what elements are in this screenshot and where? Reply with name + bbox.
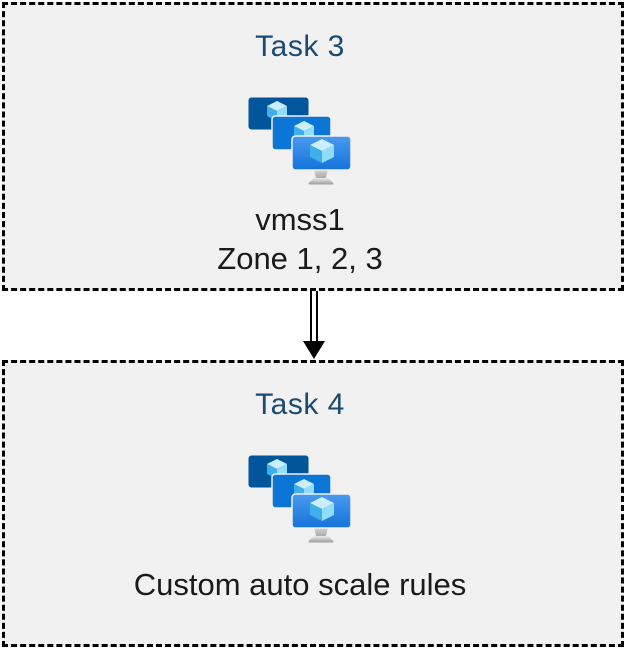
zones-label: Zone 1, 2, 3 xyxy=(217,241,383,276)
task4-box: Task 4 Custom auto scale rules xyxy=(2,360,624,647)
arrow-head-icon xyxy=(303,341,325,359)
task4-content: Task 4 Custom auto scale rules xyxy=(0,363,608,644)
arrow-shaft xyxy=(310,291,318,341)
task4-label: Custom auto scale rules xyxy=(134,565,467,604)
down-arrow-connector xyxy=(0,291,628,360)
vm-scale-sets-icon xyxy=(248,97,352,185)
vmss-name-label: vmss1 xyxy=(255,202,345,237)
task3-label: vmss1 Zone 1, 2, 3 xyxy=(217,200,382,278)
task3-box: Task 3 vmss1 Zone 1, 2, 3 xyxy=(2,2,624,291)
task3-content: Task 3 vmss1 Zone 1, 2, 3 xyxy=(0,5,608,288)
vm-scale-sets-icon xyxy=(248,455,352,543)
task3-title: Task 3 xyxy=(255,30,345,63)
autoscale-rules-label: Custom auto scale rules xyxy=(133,567,467,602)
task4-title: Task 4 xyxy=(255,388,345,421)
